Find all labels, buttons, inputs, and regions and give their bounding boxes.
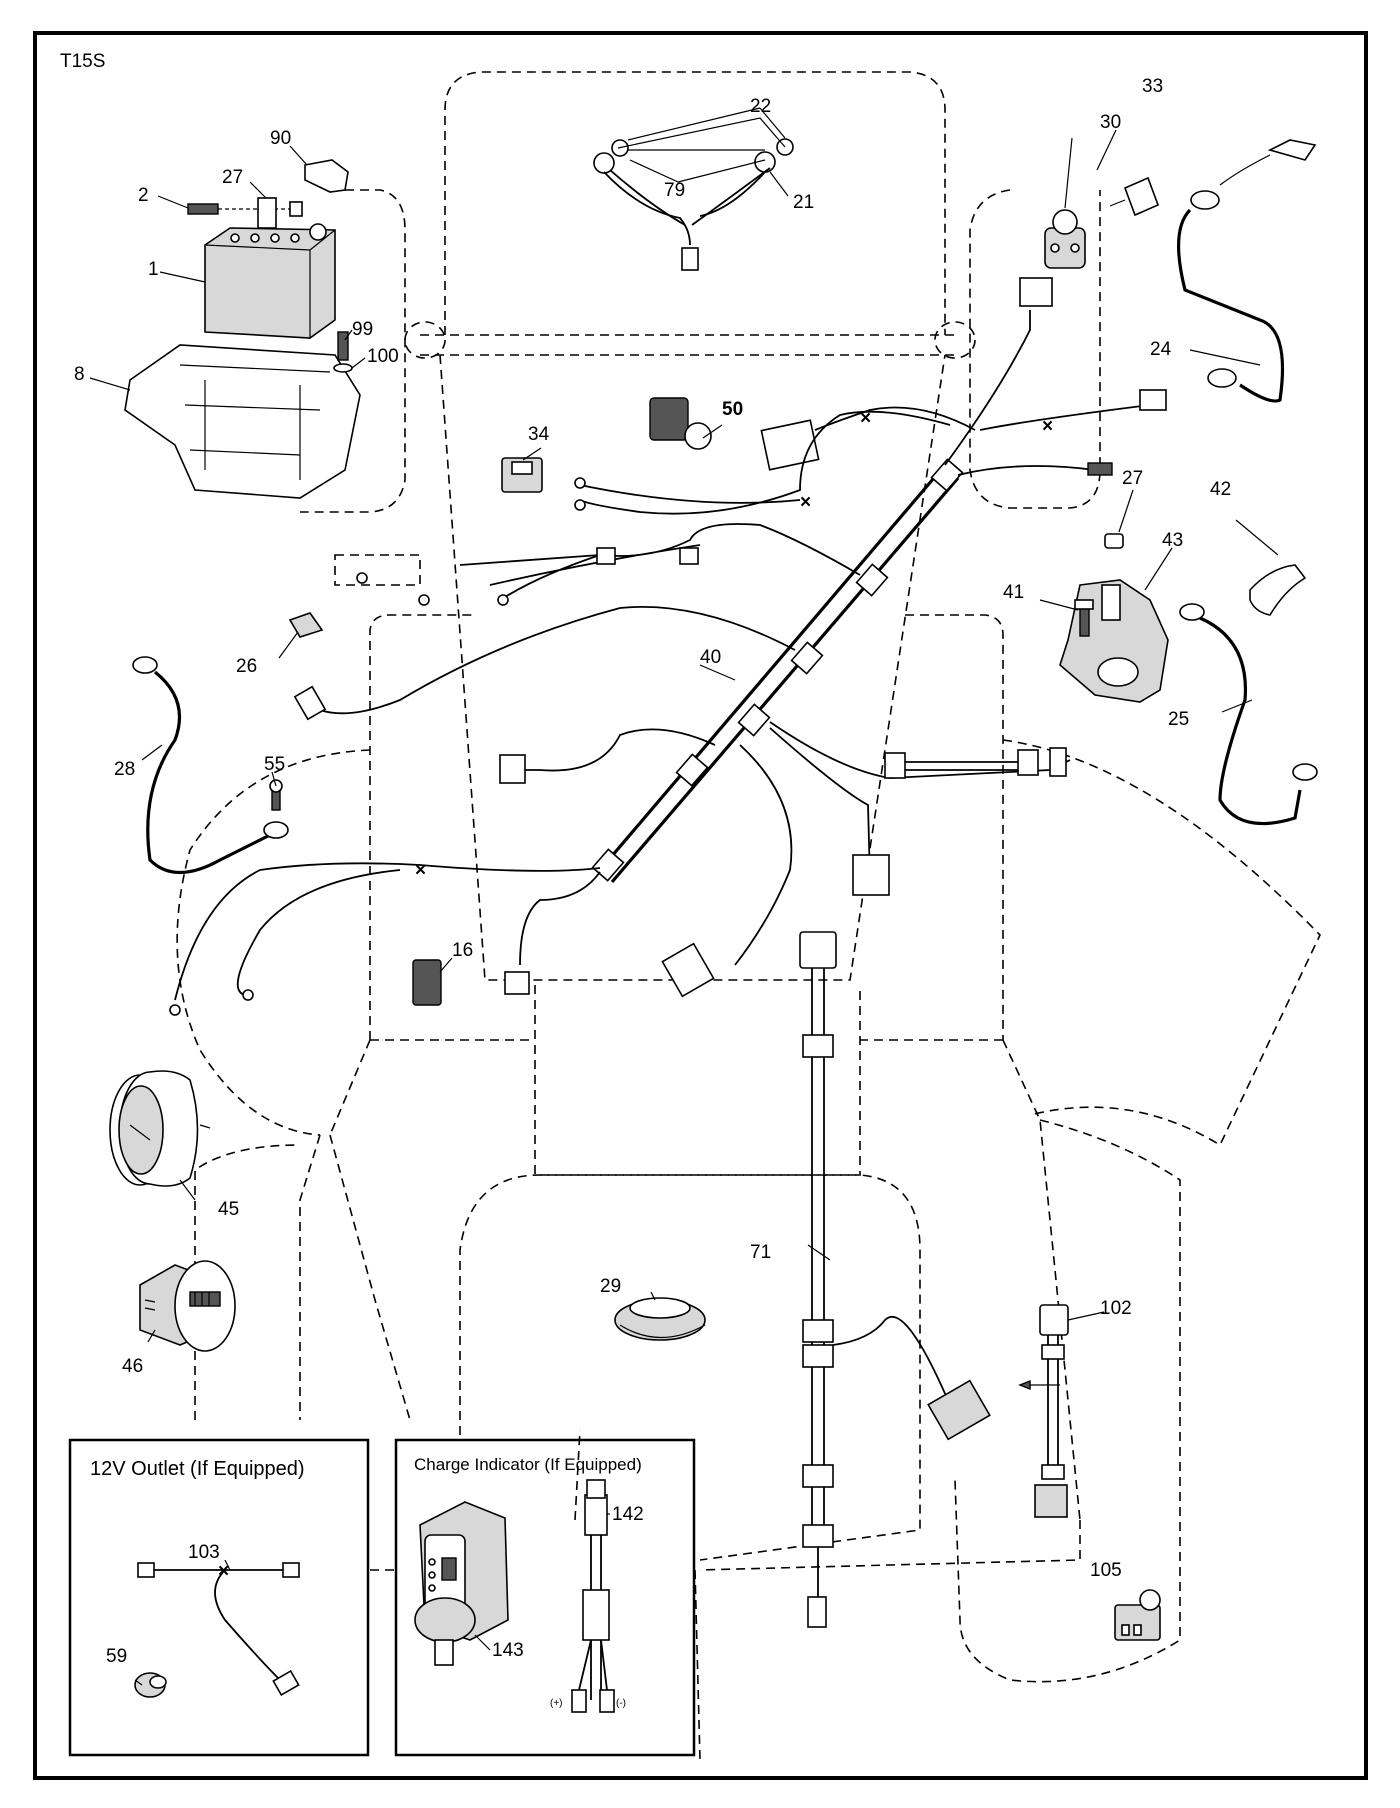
- part-label: 33: [1142, 76, 1163, 97]
- screw: [337, 331, 349, 361]
- diagram-code: T15S: [60, 51, 105, 72]
- leader-lines: [89, 107, 1279, 1686]
- plug-29: [614, 1297, 706, 1341]
- part-label: 1: [148, 259, 159, 280]
- part-label: 90: [270, 128, 291, 149]
- part-label: 8: [74, 364, 85, 385]
- connector-102: [1018, 1304, 1069, 1518]
- connector: [799, 931, 837, 969]
- part-label: 143: [492, 1640, 524, 1661]
- part-label: 2: [138, 185, 149, 206]
- switches: [501, 397, 820, 493]
- svg-text:×: ×: [218, 1561, 229, 1582]
- solenoid-group: [1059, 533, 1307, 703]
- part-label: 28: [114, 759, 135, 780]
- part-label: 22: [750, 96, 771, 117]
- part-label: 142: [612, 1504, 644, 1525]
- bolt: [187, 203, 219, 215]
- part-label: 42: [1210, 479, 1231, 500]
- part-label: 45: [218, 1199, 239, 1220]
- connector: [1139, 389, 1167, 411]
- splice-marker: ×: [800, 492, 811, 513]
- part-label: 34: [528, 424, 550, 445]
- outlet-box-title: 12V Outlet (If Equipped): [90, 1458, 305, 1480]
- connector: [293, 685, 327, 721]
- part-label: 30: [1100, 112, 1121, 133]
- connector: [927, 1379, 991, 1441]
- splice-marker: ×: [415, 860, 426, 881]
- connector: [504, 971, 530, 995]
- fuse: [288, 612, 324, 638]
- charge-indicator-box: Charge Indicator (If Equipped) (+) (-): [394, 1438, 696, 1757]
- battery-terminal: [309, 223, 327, 241]
- part-label: 50: [722, 399, 743, 420]
- ground-screw: [271, 789, 281, 811]
- part-label: 79: [664, 180, 685, 201]
- part-label: 40: [700, 647, 721, 668]
- terminal-cover: [304, 159, 349, 193]
- part-labels: 90 27 2 1 8 99 100 22 79 21 30 33 24 50 …: [74, 76, 1231, 1667]
- terminal-boot: [1249, 564, 1307, 616]
- splice-marker: ×: [1042, 416, 1053, 437]
- part-label: 21: [793, 192, 814, 213]
- connector: [1019, 277, 1053, 307]
- part-label: 27: [1122, 468, 1143, 489]
- outer-frame: [33, 31, 1368, 1780]
- battery-tray: [124, 344, 361, 499]
- part-label: 25: [1168, 709, 1189, 730]
- washer: [333, 363, 353, 373]
- negative-terminal-label: (-): [616, 1698, 626, 1709]
- solenoid-screw: [1079, 605, 1090, 637]
- battery: [204, 227, 336, 339]
- positive-terminal-label: (+): [550, 1698, 563, 1709]
- connector: [1087, 462, 1113, 476]
- connector: [852, 854, 890, 896]
- part-label: 46: [122, 1356, 143, 1377]
- battery-cable-25: [1179, 603, 1318, 826]
- nut: [289, 201, 303, 217]
- tractor-outline: [176, 71, 1321, 1761]
- seat-switch-plunger: [684, 422, 712, 450]
- harness-71: [799, 931, 991, 1628]
- ground-cable-28: [132, 656, 289, 875]
- connector-16: [412, 959, 442, 1006]
- battery-group: [124, 159, 361, 499]
- main-harness: × × × ×: [169, 277, 1167, 1016]
- switch-105: [1114, 1589, 1161, 1641]
- cable-boot: [1267, 139, 1317, 161]
- part-label: 71: [750, 1242, 771, 1263]
- ignition-parts: [1044, 176, 1160, 269]
- seat-switch: [649, 397, 689, 441]
- part-label: 103: [188, 1542, 220, 1563]
- part-label: 102: [1100, 1298, 1132, 1319]
- part-label: 43: [1162, 530, 1183, 551]
- part-label: 55: [264, 754, 285, 775]
- part-label: 41: [1003, 582, 1024, 603]
- headlight-harness: [593, 117, 794, 271]
- connector: [661, 942, 715, 998]
- outlet-box: 12V Outlet (If Equipped) ×: [68, 1438, 370, 1757]
- part-label: 59: [106, 1646, 127, 1667]
- part-label: 105: [1090, 1560, 1122, 1581]
- part-label: 29: [600, 1276, 621, 1297]
- part-label: 24: [1150, 339, 1172, 360]
- hour-meter-46: [139, 1260, 236, 1352]
- headlight-connector: [681, 247, 699, 271]
- battery-bracket: [257, 197, 277, 229]
- part-label: 100: [367, 346, 399, 367]
- ignition-key: [1123, 176, 1160, 217]
- connector: [499, 754, 526, 784]
- charge-box-title: Charge Indicator (If Equipped): [414, 1455, 642, 1474]
- part-label: 26: [236, 656, 257, 677]
- splice-marker: ×: [860, 408, 871, 429]
- ammeter-45: [109, 1070, 211, 1187]
- part-label: 16: [452, 940, 473, 961]
- battery-cable-24: [1177, 139, 1317, 403]
- part-label: 99: [352, 319, 373, 340]
- part-label: 27: [222, 167, 243, 188]
- solenoid-nut: [1104, 533, 1124, 549]
